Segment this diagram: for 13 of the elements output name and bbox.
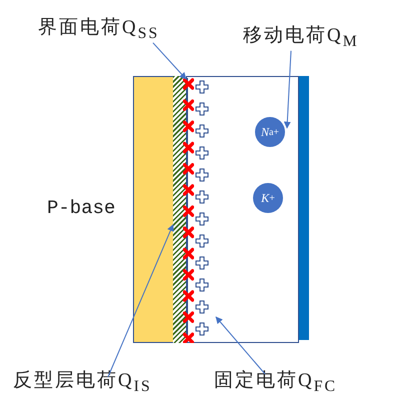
leader-line	[216, 316, 266, 374]
region-label: P-base	[47, 197, 116, 219]
charge-label: 固定电荷Q$_{FC}$	[214, 367, 338, 396]
inversion-layer	[173, 76, 186, 343]
p-base-region	[133, 76, 174, 343]
leader-line	[284, 50, 292, 129]
oxide-layer	[186, 76, 299, 343]
leader-line	[152, 42, 186, 80]
charge-label: 界面电荷Q$_{SS}$	[38, 14, 160, 43]
leader-line	[108, 224, 174, 378]
charge-label: 移动电荷Q$_{M}$	[243, 22, 359, 51]
charge-label: 反型层电荷Q$_{IS}$	[13, 367, 152, 396]
interface-charge-drawing	[183, 78, 194, 343]
